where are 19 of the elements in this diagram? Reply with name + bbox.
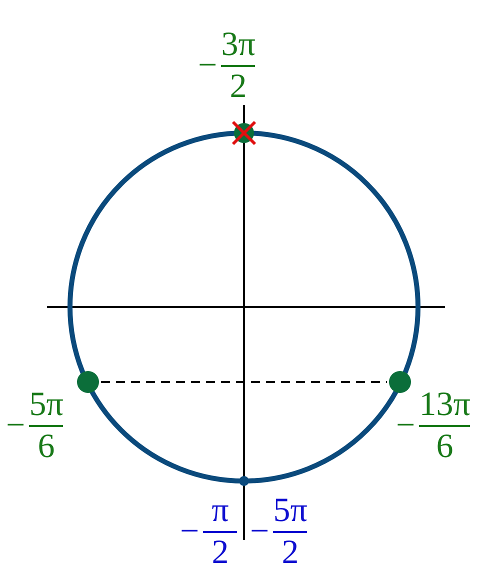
numerator: 13π <box>419 388 470 422</box>
numerator: 5π <box>273 494 308 528</box>
minus-sign: − <box>250 515 270 549</box>
point-marker <box>77 371 99 393</box>
denominator: 2 <box>282 536 299 570</box>
numerator: π <box>212 494 229 528</box>
numerator: 5π <box>29 388 64 422</box>
minus-sign: − <box>6 409 26 443</box>
dashed-line <box>101 381 387 383</box>
point-marker <box>239 476 249 486</box>
numerator: 3π <box>221 28 256 62</box>
minus-sign: − <box>396 409 416 443</box>
point-marker <box>389 371 411 393</box>
denominator: 2 <box>212 536 229 570</box>
denominator: 6 <box>38 430 55 464</box>
denominator: 6 <box>436 430 454 464</box>
minus-sign: − <box>198 49 218 83</box>
minus-sign: − <box>180 515 200 549</box>
denominator: 2 <box>230 70 247 104</box>
